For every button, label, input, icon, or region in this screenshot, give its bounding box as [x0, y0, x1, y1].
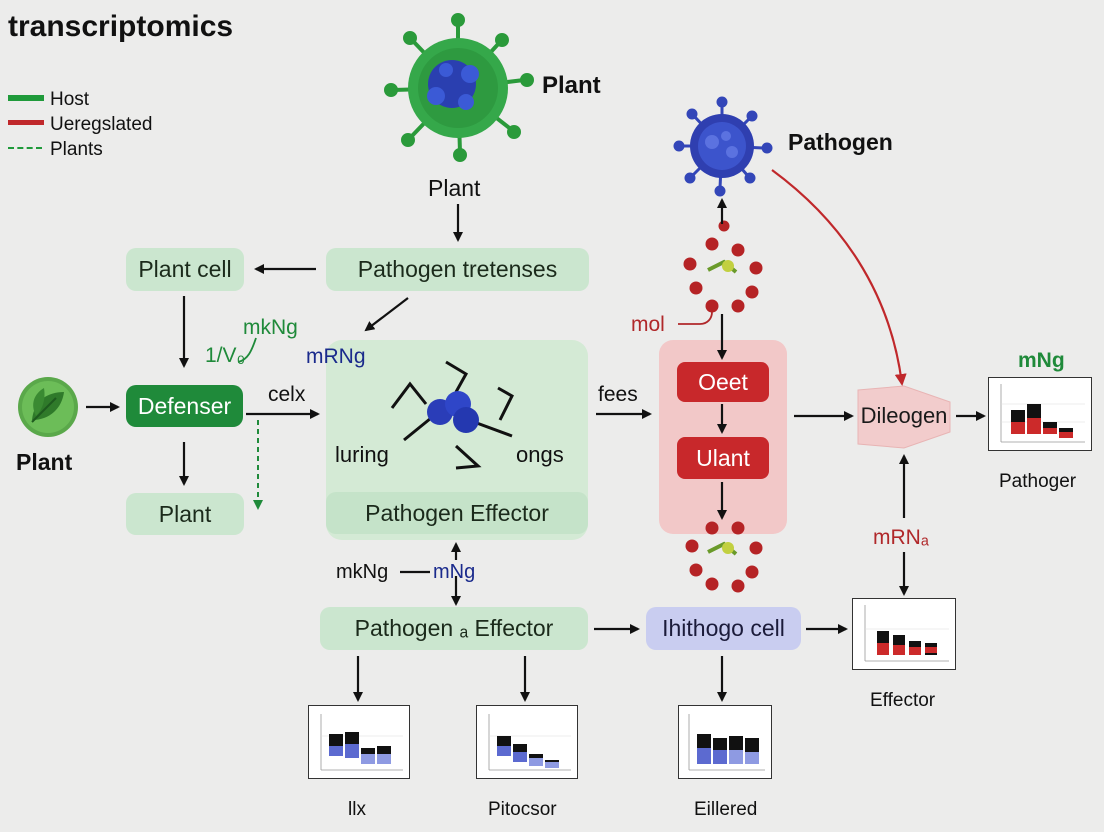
legend-item-plants: Plants: [8, 138, 208, 160]
pitocsor-label: Pitocsor: [488, 799, 557, 820]
eillered-label: Eillered: [694, 799, 758, 820]
mini-chart-effector-svg: [864, 605, 949, 662]
plant-box[interactable]: Plant: [126, 493, 244, 535]
defenser-box[interactable]: Defenser: [126, 385, 243, 427]
legend-swatch-host: [8, 95, 44, 101]
pathogen-virus-label: Pathogen: [788, 129, 893, 155]
llx-label: llx: [348, 799, 366, 820]
plant-cell-box[interactable]: Plant cell: [126, 248, 244, 291]
mol-connector: [678, 311, 713, 325]
dileogen-label[interactable]: Dileogen: [860, 403, 948, 428]
dileogen-hexagon: [857, 385, 951, 449]
plant-leaf-icon: [18, 377, 78, 437]
mng-right-label: mNg: [1018, 349, 1065, 372]
mini-chart-pathoger-svg: [1000, 384, 1085, 443]
plant-leaf-label: Plant: [16, 449, 73, 475]
mini-chart-pitocsor: [476, 705, 578, 779]
mini-chart-eillered: [678, 705, 772, 779]
legend-swatch-upregulated: [8, 120, 44, 125]
luring-label: luring: [335, 442, 389, 467]
pathogen-tretenses-box[interactable]: Pathogen tretenses: [326, 248, 589, 291]
pathoger-label: Pathoger: [999, 471, 1077, 492]
mrng-left-label: mRNg: [306, 345, 366, 368]
mini-chart-pathoger: [988, 377, 1092, 451]
legend-item-host: Host: [8, 88, 208, 110]
mng-bottom-label: mNg: [433, 561, 476, 583]
mini-chart-effector: [852, 598, 956, 670]
green-curve: [237, 337, 257, 363]
mol-label: mol: [631, 313, 665, 336]
celx-label: celx: [268, 383, 306, 406]
plant-virus-icon: [384, 13, 534, 162]
legend-swatch-plants: [8, 147, 42, 149]
mrna-right-label: mRNₐ: [873, 526, 929, 549]
ulant-box[interactable]: Ulant: [677, 437, 769, 479]
page-title: transcriptomics: [8, 10, 234, 43]
molecule-core-icon: [427, 391, 479, 433]
mini-chart-eillered-svg: [688, 714, 765, 771]
legend-label-upregulated: Ueregslated: [50, 114, 153, 135]
one-over-v-label: 1/V₀: [205, 344, 246, 367]
arrows: [86, 198, 986, 702]
particle-cluster-top-icon: [683, 220, 763, 313]
legend-item-upregulated: Ueregslated: [8, 113, 208, 135]
mkng-bottom-label: mkNg: [336, 561, 389, 583]
red-curve-arrow: [771, 169, 907, 386]
mkng-left-label: mkNg: [243, 316, 298, 339]
ongs-label: ongs: [516, 442, 564, 467]
ihithogo-cell-box[interactable]: Ihithogo cell: [646, 607, 801, 650]
plant-under-virus-label: Plant: [428, 175, 481, 201]
mini-chart-llx: [308, 705, 410, 779]
pathogen-effector-bottom-box[interactable]: Pathogen ₐ Effector: [320, 607, 588, 650]
legend-label-plants: Plants: [50, 139, 103, 160]
effector-label: Effector: [870, 690, 936, 711]
mini-chart-llx-svg: [320, 714, 403, 771]
pathogen-virus-icon: [673, 96, 773, 197]
molecule-icon: [390, 360, 514, 470]
pathogen-effector-inner-box[interactable]: Pathogen Effector: [326, 492, 588, 534]
plant-virus-label: Plant: [542, 72, 601, 99]
particle-cluster-bottom-icon: [685, 521, 763, 593]
oeet-box[interactable]: Oeet: [677, 362, 769, 402]
legend-label-host: Host: [50, 89, 90, 110]
mini-chart-pitocsor-svg: [488, 714, 571, 771]
fees-label: fees: [598, 383, 638, 406]
